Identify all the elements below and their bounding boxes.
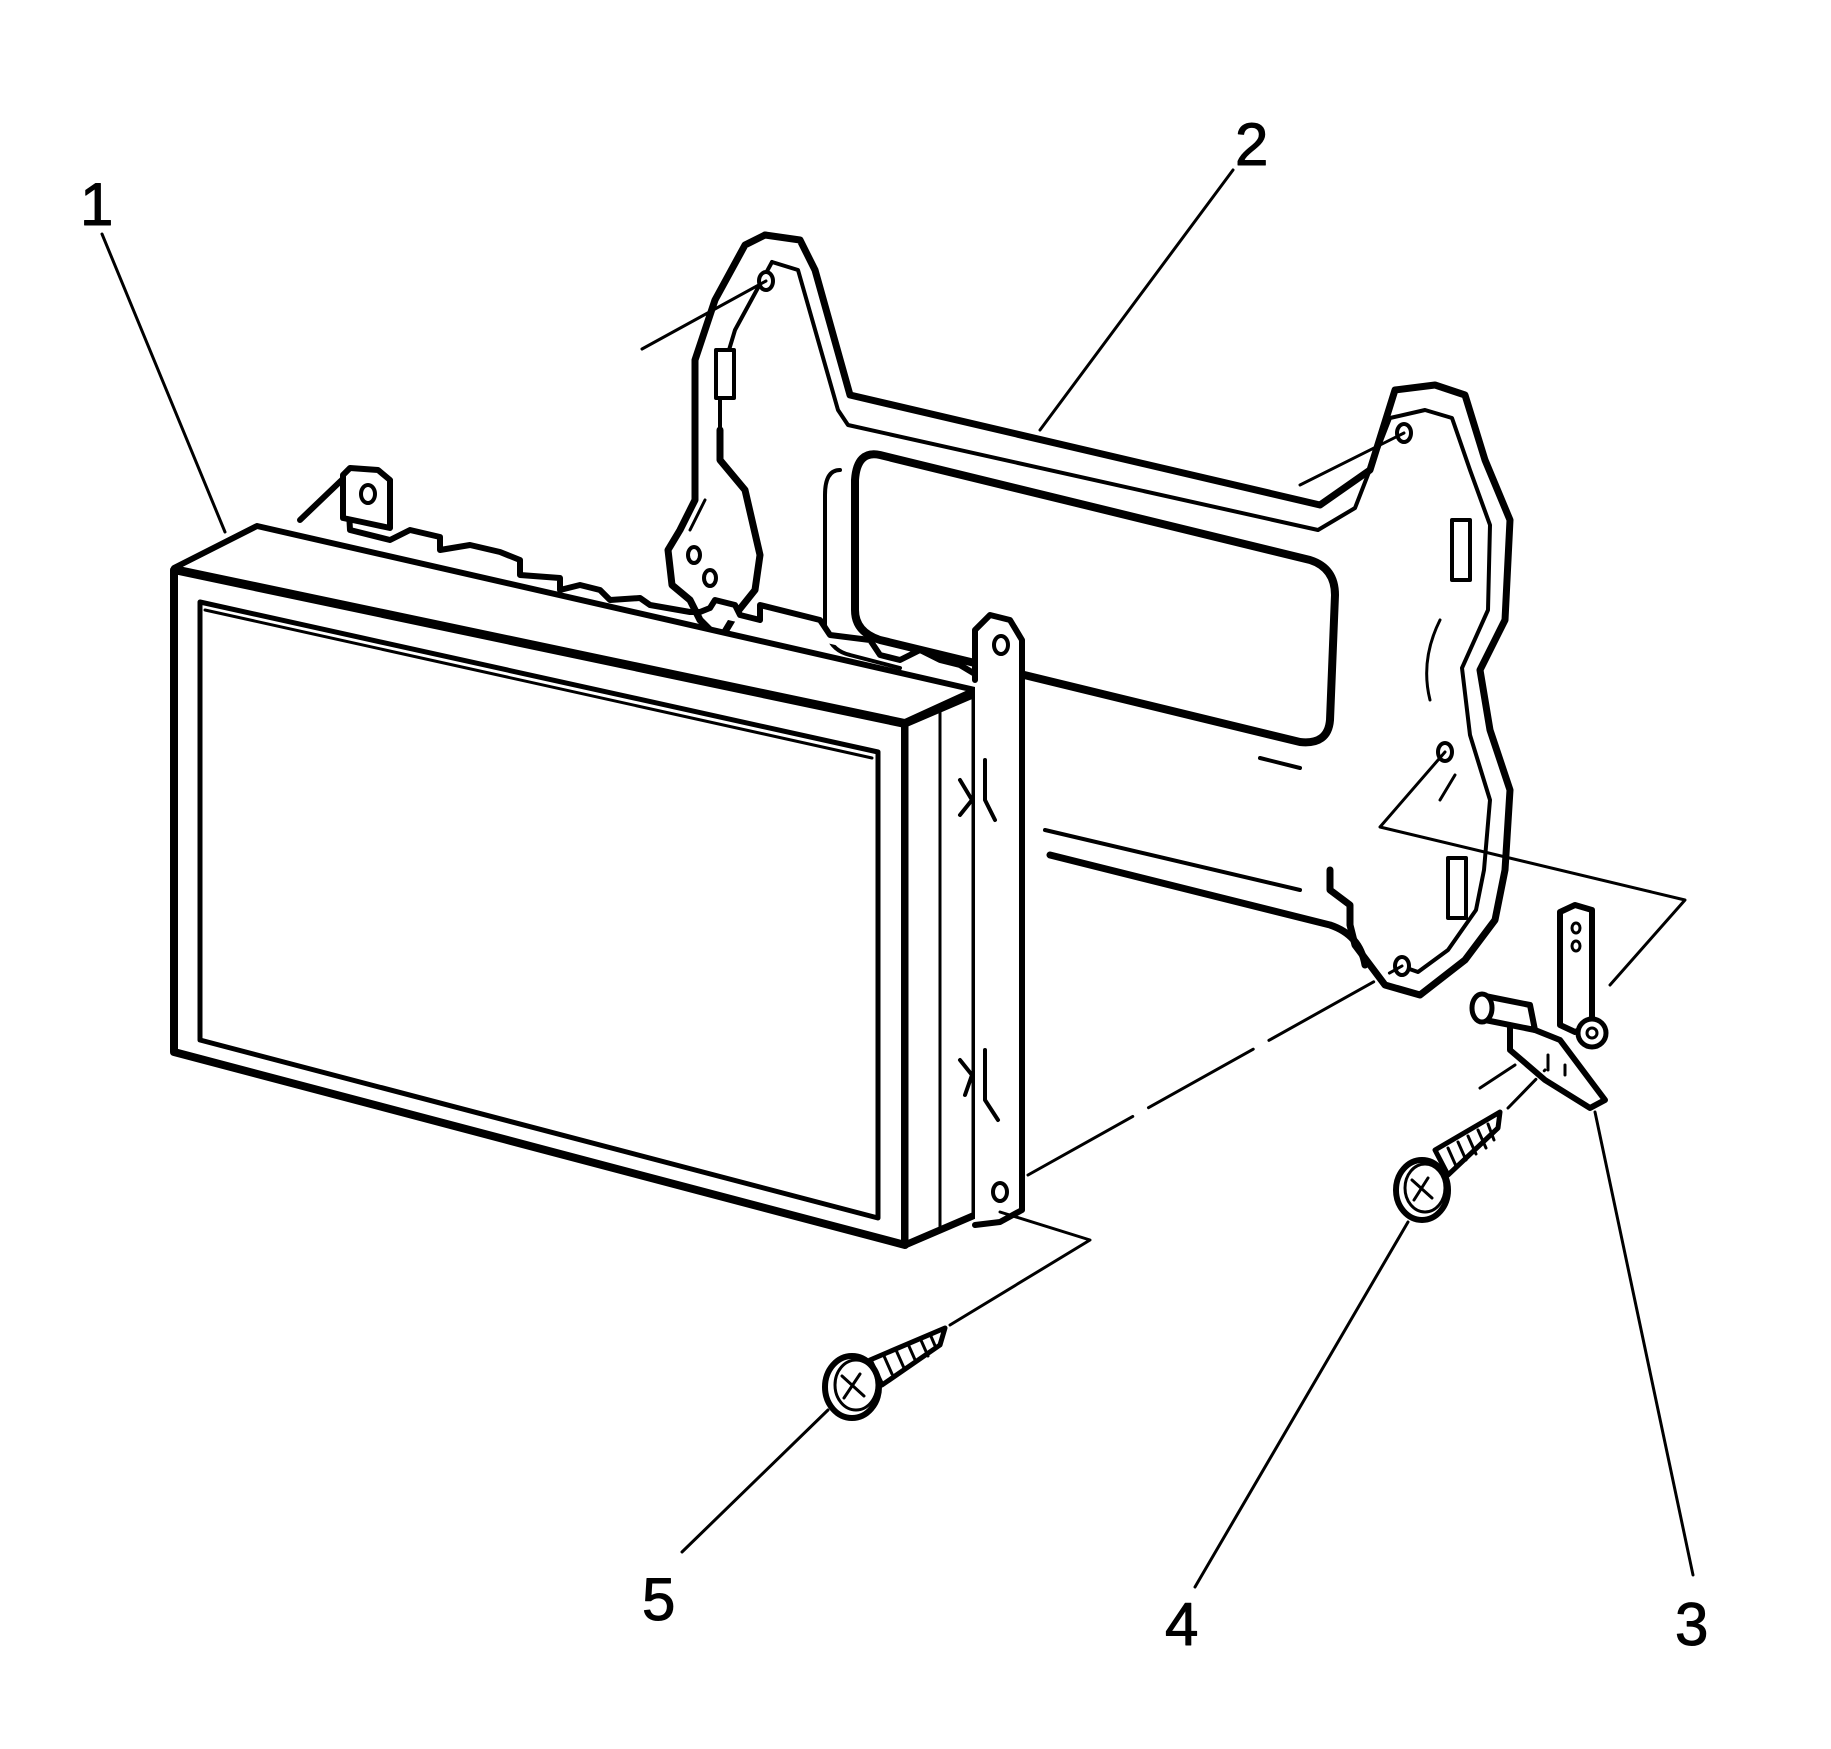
display-side-hole-bottom <box>991 1181 1009 1203</box>
leader-3 <box>1593 1110 1695 1577</box>
callout-1: 1 <box>80 171 113 238</box>
screw-left <box>822 1325 948 1421</box>
bracket-cutout-rim-2 <box>1258 756 1302 770</box>
display-side-clip-1 <box>958 758 997 822</box>
bracket-ear-detail <box>688 498 1457 802</box>
align-line-screw-right <box>1506 1068 1547 1110</box>
bracket-hole-left-ear-1 <box>686 545 702 565</box>
callout-leaders <box>100 168 1695 1589</box>
align-line-lower-right <box>1026 964 1404 1177</box>
leader-2 <box>1038 168 1235 432</box>
align-line-hinge <box>1378 750 1687 987</box>
screw-left-thread <box>867 1325 948 1388</box>
screw-left-thread-ticks <box>882 1332 938 1376</box>
hinge-arm-hole-1 <box>1570 921 1582 935</box>
display-rear-housing <box>297 472 988 683</box>
screw-right-head-rim <box>1403 1162 1447 1214</box>
bracket-lower-bar <box>1046 851 1369 969</box>
hinge-pivot <box>1575 1016 1609 1050</box>
hinge-plate <box>1507 1017 1608 1111</box>
bracket-slot-right-top <box>1450 518 1472 582</box>
hinge-pivot-hole <box>1585 1026 1599 1040</box>
screw-left-cross-icon <box>840 1372 866 1400</box>
bracket-lower-bar-inner <box>1043 828 1302 892</box>
display-screen-glass <box>203 608 874 760</box>
display-side-hole-top <box>992 634 1010 656</box>
display-side-bracket <box>972 612 1025 1228</box>
leader-4 <box>1193 1220 1410 1589</box>
display-unit <box>170 465 1025 1249</box>
align-line-screw-left <box>948 1210 1092 1327</box>
leader-5 <box>680 1408 830 1554</box>
screw-right <box>1393 1109 1503 1223</box>
callout-4: 4 <box>1165 1591 1198 1658</box>
align-line-hinge-2 <box>1478 1063 1517 1090</box>
display-side-clip-2 <box>958 1048 1000 1122</box>
callout-5: 5 <box>642 1566 675 1633</box>
bracket-slot-right-bottom <box>1446 856 1468 920</box>
align-line-top-right <box>1298 431 1406 487</box>
bracket-slot-left <box>714 348 736 400</box>
bracket-hole-left-ear-2 <box>702 568 718 588</box>
hinge-bracket <box>1469 902 1609 1111</box>
hinge-arm-hole-2 <box>1570 939 1582 953</box>
hinge-plate-detail <box>1546 1053 1567 1077</box>
hinge-pin-end <box>1469 991 1495 1025</box>
display-screen-inner <box>197 599 881 1221</box>
bracket-inner-edge <box>770 260 1492 974</box>
align-line-top-left <box>640 279 768 351</box>
screw-right-cross-icon <box>1410 1176 1434 1202</box>
callout-3: 3 <box>1675 1591 1708 1658</box>
screw-left-head-rim <box>833 1358 879 1412</box>
leader-1 <box>100 232 227 534</box>
bracket-cutout <box>851 450 1339 747</box>
callout-labels: 1 2 3 4 5 <box>80 111 1709 1659</box>
alignment-lines <box>640 279 1687 1327</box>
callout-2: 2 <box>1235 111 1268 178</box>
display-top-tab-hole <box>359 483 377 505</box>
mounting-bracket <box>664 231 1514 999</box>
screw-right-thread <box>1432 1109 1503 1178</box>
screw-right-thread-ticks <box>1446 1122 1496 1168</box>
bracket-left-ear <box>664 231 769 644</box>
